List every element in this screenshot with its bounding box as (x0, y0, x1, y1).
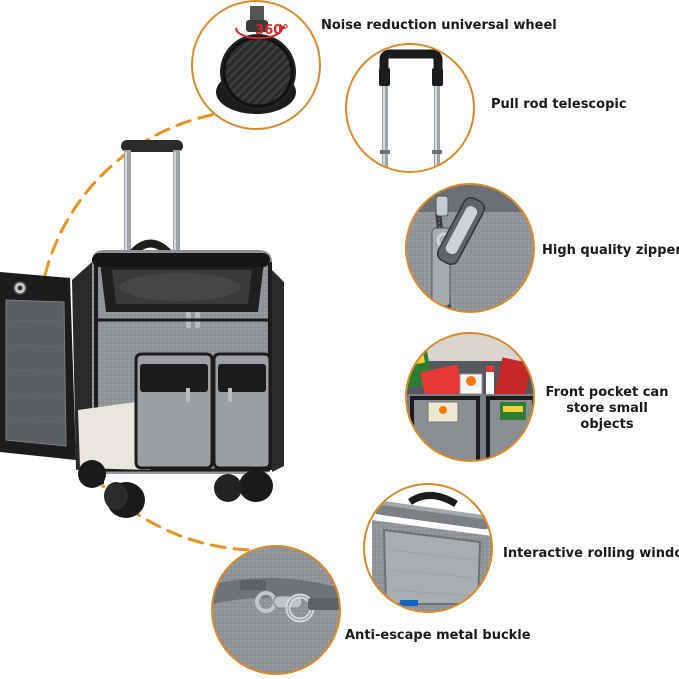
feature-rod-image (345, 43, 475, 173)
feature-wheel-image: 360° (191, 0, 321, 130)
feature-buckle-image (211, 545, 341, 675)
feature-label-buckle: Anti-escape metal buckle (345, 628, 531, 643)
feature-label-rod: Pull rod telescopic (491, 97, 627, 112)
feature-zipper-image (405, 183, 535, 313)
feature-label-zipper: High quality zipper (542, 243, 679, 258)
feature-label-pocket: Front pocket can store small objects (545, 385, 669, 432)
pet-carrier-product (0, 140, 284, 518)
feature-window-image (363, 483, 493, 613)
wheel-360-badge: 360° (255, 23, 289, 38)
feature-label-window: Interactive rolling window (503, 546, 679, 561)
feature-pocket-image (405, 332, 535, 462)
feature-label-wheel: Noise reduction universal wheel (321, 18, 557, 33)
